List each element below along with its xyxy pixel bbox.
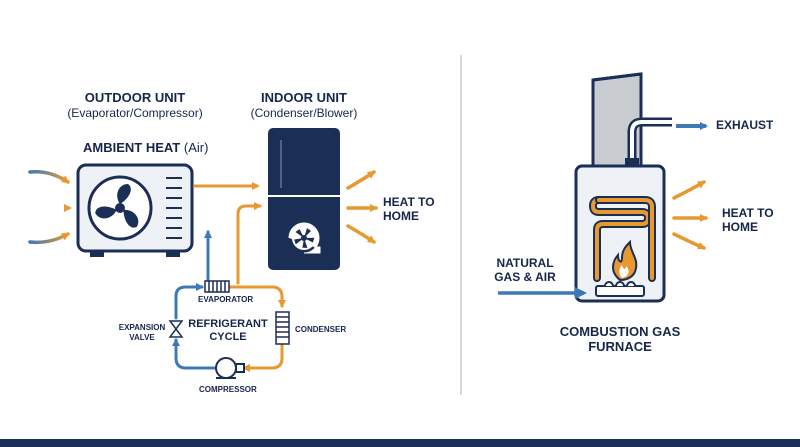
natural-gas-label-line1: NATURAL <box>496 256 554 270</box>
condenser-coil <box>275 311 290 345</box>
pipe-compressor-to-valve <box>172 338 216 370</box>
pipe-evap-to-indoor <box>236 202 262 285</box>
condenser-label: CONDENSER <box>295 325 347 334</box>
heat-coil-icon <box>589 196 656 282</box>
pipe-evap-to-condenser <box>222 285 286 308</box>
heat-output-arrows-furnace <box>672 180 708 250</box>
compressor-icon <box>215 357 245 379</box>
furnace-caption-line1: COMBUSTION GAS <box>559 324 681 339</box>
refrigerant-cycle-line2: CYCLE <box>209 331 247 343</box>
evaporator-label: EVAPORATOR <box>198 295 254 304</box>
refrigerant-cycle-line1: REFRIGERANT <box>188 318 268 330</box>
heat-to-home-pump-line1: HEAT TO <box>383 195 435 209</box>
heat-to-home-furnace-line2: HOME <box>722 220 758 234</box>
exhaust-flue <box>625 117 672 166</box>
bottom-band <box>0 439 800 447</box>
refrigerant-cycle <box>172 202 286 372</box>
evaporator-coil <box>204 280 230 293</box>
indoor-unit-title: INDOOR UNIT <box>261 90 347 105</box>
pipe-condenser-to-compressor <box>242 342 284 372</box>
heat-to-home-pump-line2: HOME <box>383 209 419 223</box>
natural-gas-label-line2: GAS & AIR <box>494 270 556 284</box>
compressor-label: COMPRESSOR <box>199 385 257 394</box>
ambient-heat-label: AMBIENT HEAT (Air) <box>83 140 208 155</box>
outdoor-grille <box>166 177 182 239</box>
expansion-valve-label-line2: VALVE <box>129 333 155 342</box>
blower-icon <box>288 222 321 254</box>
pipe-valve-to-evap <box>174 283 204 320</box>
gas-burner <box>595 281 645 297</box>
ambient-heat-bold: AMBIENT HEAT <box>83 140 181 155</box>
expansion-valve-icon <box>168 320 184 338</box>
outdoor-unit-title: OUTDOOR UNIT <box>84 90 186 105</box>
flame-icon <box>612 239 638 282</box>
furnace-caption-line2: FURNACE <box>588 339 652 354</box>
ambient-air-arrows <box>28 169 72 245</box>
expansion-valve-label-line1: EXPANSION <box>118 323 166 332</box>
indoor-unit <box>268 128 340 270</box>
fan-icon <box>87 175 153 241</box>
outdoor-unit-subtitle: (Evaporator/Compressor) <box>67 106 203 120</box>
exhaust-label: EXHAUST <box>716 118 774 132</box>
heat-to-home-furnace-line1: HEAT TO <box>722 206 774 220</box>
heat-output-arrows-pump <box>346 170 378 244</box>
indoor-unit-subtitle: (Condenser/Blower) <box>250 106 358 120</box>
ambient-heat-normal: (Air) <box>183 140 209 155</box>
